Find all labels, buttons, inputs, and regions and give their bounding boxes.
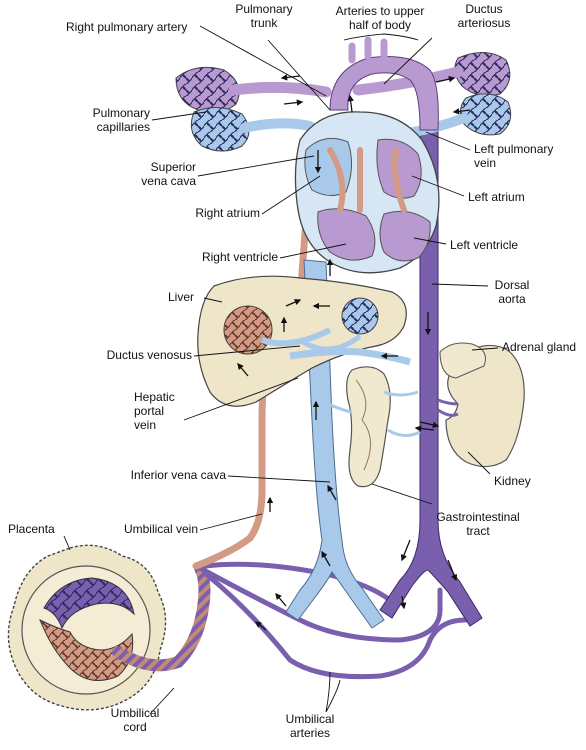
label-dorsal-aorta: Dorsal aorta bbox=[494, 278, 530, 306]
adrenal-gland bbox=[439, 342, 486, 379]
renal-vessels bbox=[437, 398, 459, 417]
label-left-atrium: Left atrium bbox=[468, 190, 525, 204]
hepatic-portal-vein bbox=[289, 348, 412, 366]
label-pulmonary-capillaries: Pulmonary capillaries bbox=[92, 106, 150, 134]
kidney bbox=[445, 344, 525, 468]
label-umbilical-arteries: Umbilical arteries bbox=[285, 712, 335, 740]
label-superior-vena-cava: Superior vena cava bbox=[141, 160, 196, 188]
label-inferior-vena-cava: Inferior vena cava bbox=[130, 468, 226, 482]
pulmonary-capillaries bbox=[175, 52, 512, 152]
placenta bbox=[7, 544, 167, 711]
heart bbox=[294, 111, 440, 274]
umbilical-arteries bbox=[197, 561, 473, 680]
label-arteries-upper-half: Arteries to upper half of body bbox=[335, 4, 425, 32]
flow-arrows bbox=[237, 74, 471, 631]
liver bbox=[197, 275, 407, 407]
label-umbilical-vein: Umbilical vein bbox=[123, 522, 198, 536]
left-ventricle bbox=[379, 210, 431, 262]
label-liver: Liver bbox=[168, 290, 195, 304]
label-ductus-arteriosus: Ductus arteriosus bbox=[457, 2, 511, 30]
aortic-arch bbox=[329, 36, 439, 131]
label-right-atrium: Right atrium bbox=[195, 206, 260, 220]
label-left-ventricle: Left ventricle bbox=[450, 238, 519, 252]
label-gastrointestinal-tract: Gastrointestinal tract bbox=[436, 510, 520, 538]
label-placenta: Placenta bbox=[8, 522, 55, 536]
gastrointestinal-tract bbox=[319, 366, 421, 488]
leader-lines bbox=[63, 25, 499, 715]
label-umbilical-cord: Umbilical cord bbox=[110, 706, 160, 734]
label-adrenal-gland: Adrenal gland bbox=[502, 340, 577, 354]
umbilical-cord bbox=[112, 562, 211, 672]
label-right-pulmonary-artery: Right pulmonary artery bbox=[66, 20, 188, 34]
label-ductus-venosus: Ductus venosus bbox=[106, 348, 192, 362]
left-atrium bbox=[376, 138, 422, 199]
label-hepatic-portal-vein: Hepatic portal vein bbox=[134, 390, 175, 432]
label-right-ventricle: Right ventricle bbox=[201, 250, 278, 264]
label-left-pulmonary-vein: Left pulmonary vein bbox=[474, 142, 554, 170]
label-pulmonary-trunk: Pulmonary trunk bbox=[235, 2, 293, 30]
label-kidney: Kidney bbox=[494, 474, 531, 488]
